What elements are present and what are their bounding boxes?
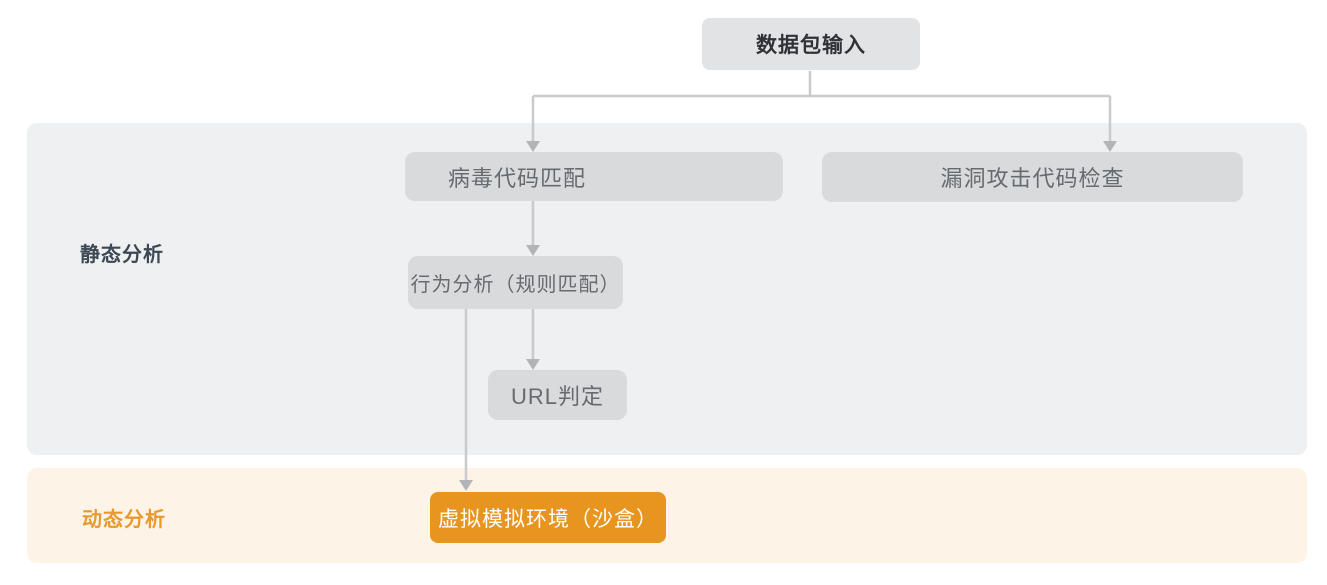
dynamic-analysis-label: 动态分析 [82,509,166,531]
node-virus-code-match: 病毒代码匹配 [405,152,783,201]
node-packet-input: 数据包输入 [702,18,920,70]
arrowhead-url [526,359,540,370]
arrowhead-exploit-check [1103,141,1117,152]
dynamic-analysis-band [27,468,1307,563]
node-virtual-sandbox: 虚拟模拟环境（沙盒） [430,492,666,543]
node-exploit-code-check: 漏洞攻击代码检查 [822,152,1243,202]
node-behavior-analysis: 行为分析（规则匹配） [408,256,623,309]
arrowhead-virus-match [526,141,540,152]
arrowhead-behavior [526,245,540,256]
static-analysis-label: 静态分析 [80,244,164,266]
arrowhead-sandbox [459,480,473,491]
node-url-judgement: URL判定 [488,370,627,420]
